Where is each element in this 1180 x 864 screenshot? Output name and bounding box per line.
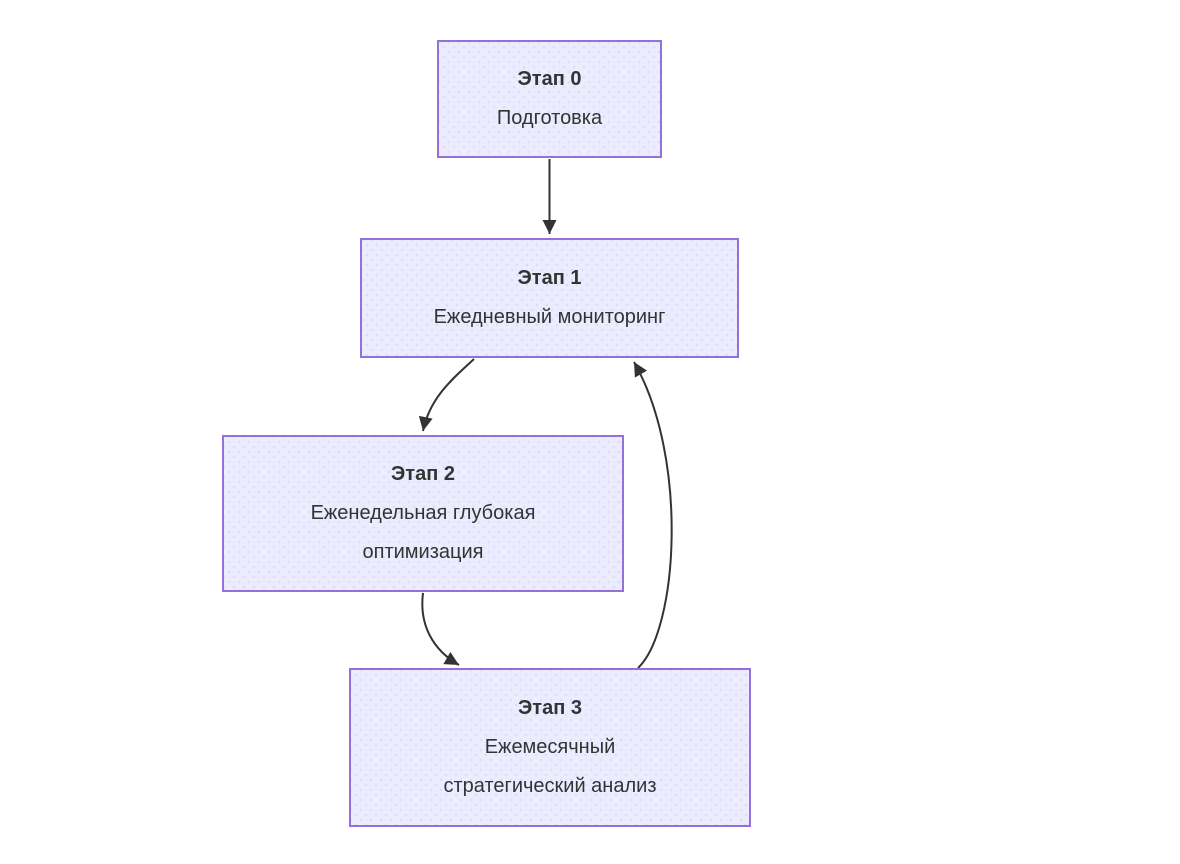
node-stage-2-label-line-2: оптимизация	[362, 541, 484, 563]
edge-stage2-to-stage3	[421, 592, 460, 666]
node-stage-2-title: Этап 2	[391, 463, 455, 485]
node-stage-3-label-line-2: стратегический анализ	[443, 775, 657, 797]
edge-stage1-to-stage2	[418, 358, 475, 432]
node-stage-2: Этап 2 Еженедельная глубокая оптимизация	[222, 435, 624, 592]
node-stage-3-label-line-1: Ежемесячный	[484, 736, 616, 758]
node-stage-1-title: Этап 1	[517, 267, 582, 289]
node-stage-3-title: Этап 3	[518, 697, 582, 719]
node-stage-1-label: Ежедневный мониторинг	[433, 306, 666, 328]
edge-stage3-to-stage1	[633, 361, 673, 669]
node-stage-2-label-line-1: Еженедельная глубокая	[310, 502, 536, 524]
node-stage-3: Этап 3 Ежемесячный стратегический анализ	[349, 668, 751, 827]
node-stage-1: Этап 1 Ежедневный мониторинг	[360, 238, 739, 358]
node-stage-0-title: Этап 0	[517, 68, 582, 90]
node-stage-0-label: Подготовка	[496, 107, 603, 129]
node-stage-0: Этап 0 Подготовка	[437, 40, 662, 158]
